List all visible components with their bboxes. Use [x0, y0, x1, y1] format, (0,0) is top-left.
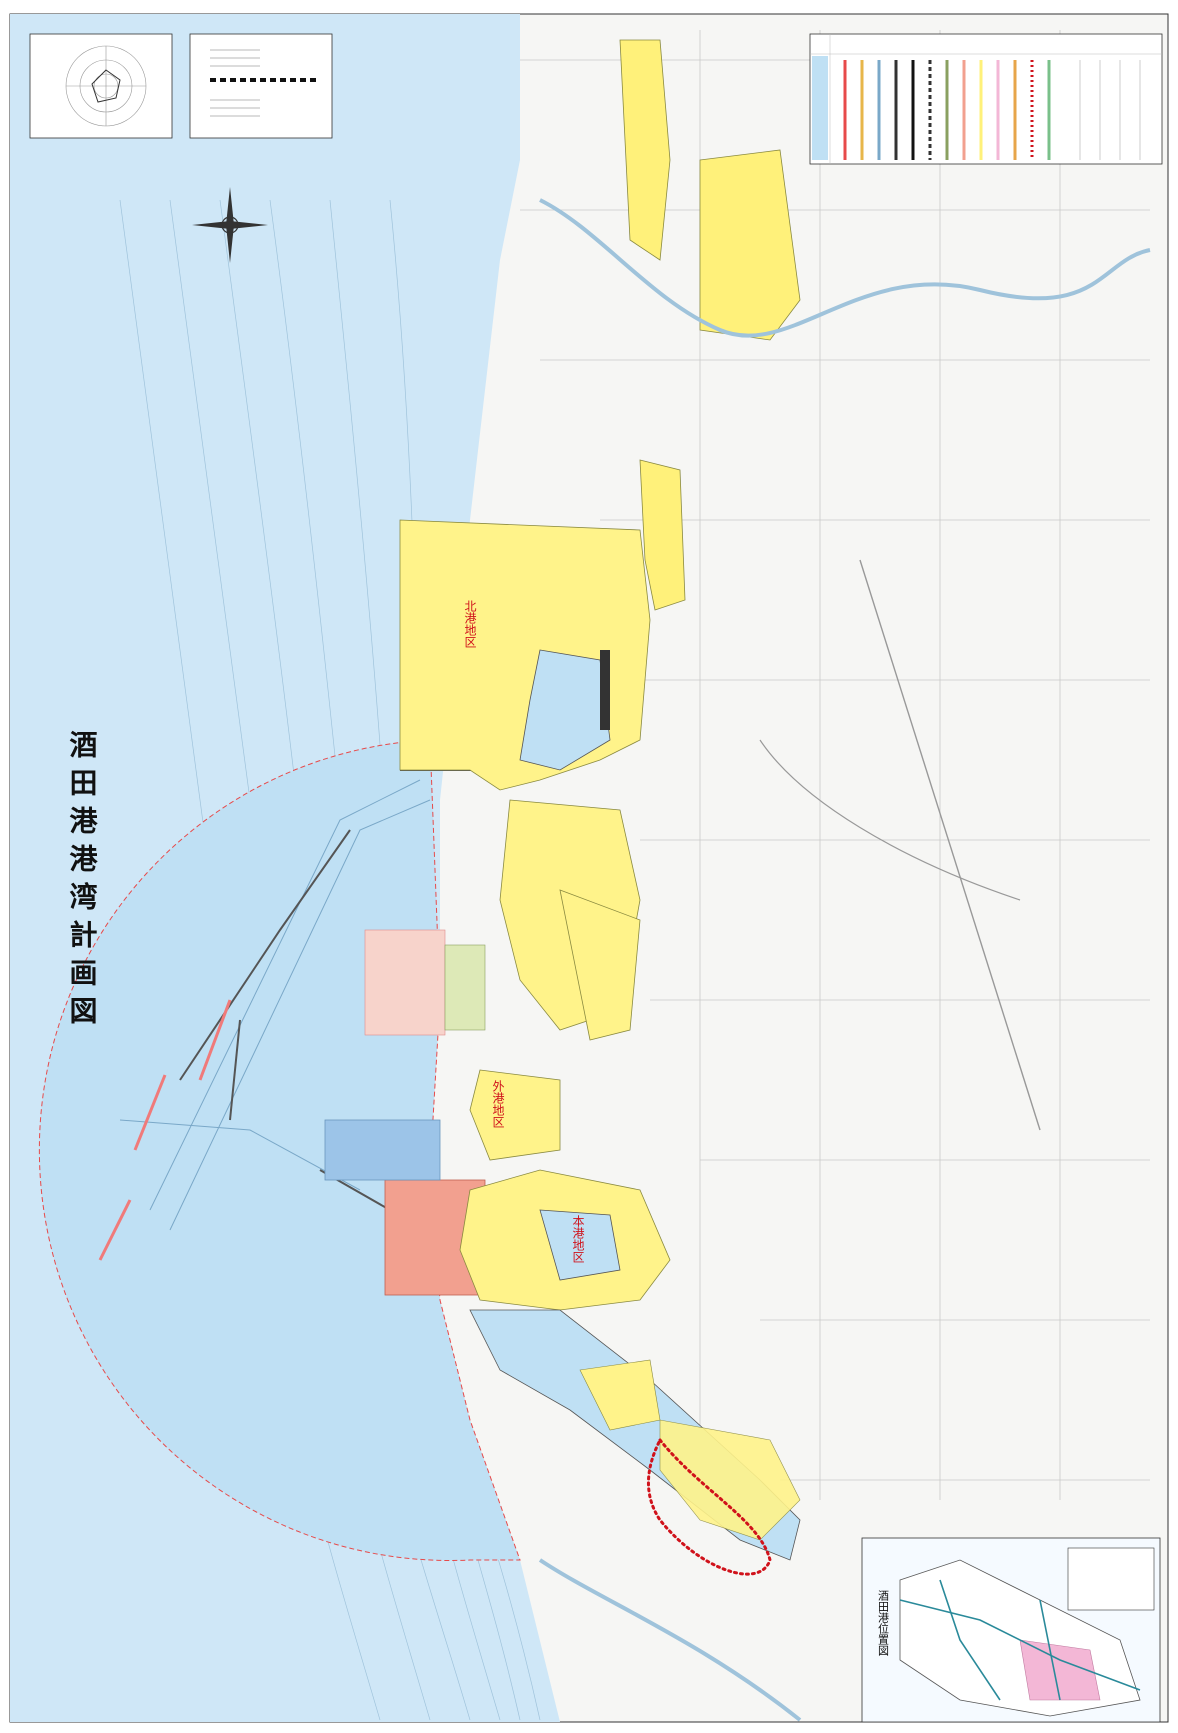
- north-wharf: [600, 650, 610, 730]
- deep-water-area: [324, 1119, 441, 1181]
- rivers: [538, 198, 1151, 1722]
- inset-pink-region: [1019, 1639, 1101, 1701]
- green-area: [444, 944, 486, 1031]
- river-bank-land-2: [579, 1359, 661, 1431]
- district-label-north: 北港地区: [463, 600, 477, 648]
- location-inset: [861, 1537, 1161, 1723]
- planned-area-hatched: [364, 929, 446, 1036]
- industrial-block-3: [639, 459, 686, 611]
- main-inner-basin: [539, 1209, 621, 1281]
- inset-legend: [1067, 1547, 1155, 1611]
- industrial-block-1: [619, 39, 671, 261]
- map-title: 酒田港港湾計画図: [66, 730, 99, 1034]
- district-label-main: 本港地区: [571, 1215, 585, 1263]
- focus-area-outline: [646, 1437, 772, 1576]
- legend-box: [809, 33, 1163, 165]
- depth-legend-box: [189, 33, 333, 139]
- industrial-block-2: [699, 149, 801, 341]
- district-label-outer: 外港地区: [491, 1080, 505, 1128]
- compass-rose-icon: [192, 187, 268, 263]
- river-bank-land: [659, 1419, 801, 1541]
- outer-district-land: [469, 1069, 561, 1161]
- wind-rose-box: [29, 33, 173, 139]
- central-lower-land: [559, 889, 641, 1041]
- offshore-breakwaters: [98, 999, 232, 1261]
- inset-title: 酒田港位置図: [877, 1590, 890, 1656]
